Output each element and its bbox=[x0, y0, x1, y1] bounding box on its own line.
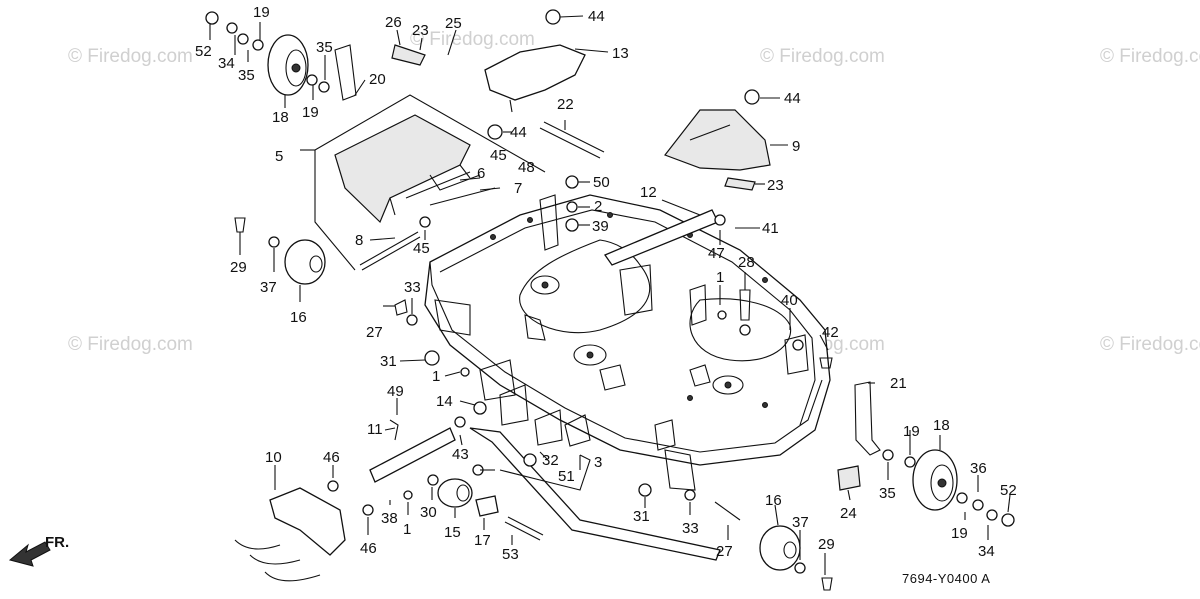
callout-label: 27 bbox=[716, 543, 733, 560]
callout-label: 42 bbox=[822, 324, 839, 341]
callout-label: 14 bbox=[436, 393, 453, 410]
callout-label: 33 bbox=[682, 520, 699, 537]
watermark: © Firedog.com bbox=[68, 334, 193, 355]
callout-label: 37 bbox=[792, 514, 809, 531]
callout-label: 46 bbox=[323, 449, 340, 466]
leader-lines bbox=[209, 15, 1011, 575]
callout-label: 6 bbox=[477, 165, 485, 182]
callout-label: 2 bbox=[594, 198, 602, 215]
callout-label: 52 bbox=[195, 43, 212, 60]
gauge-wheels bbox=[234, 217, 833, 591]
wheel-top-left bbox=[205, 11, 357, 101]
callout-label: 38 bbox=[381, 510, 398, 527]
callout-label: 46 bbox=[360, 540, 377, 557]
callout-label: 32 bbox=[542, 452, 559, 469]
callout-label: 35 bbox=[238, 67, 255, 84]
callout-label: 19 bbox=[302, 104, 319, 121]
callout-label: 1 bbox=[432, 368, 440, 385]
callout-label: 44 bbox=[588, 8, 605, 25]
callout-label: 39 bbox=[592, 218, 609, 235]
callout-label: 50 bbox=[593, 174, 610, 191]
callout-label: 25 bbox=[445, 15, 462, 32]
callout-label: 19 bbox=[951, 525, 968, 542]
watermark: © Firedog.com bbox=[410, 29, 535, 50]
callout-label: 40 bbox=[781, 292, 798, 309]
callout-label: 10 bbox=[265, 449, 282, 466]
side-rail bbox=[469, 427, 721, 561]
callout-label: 9 bbox=[792, 138, 800, 155]
callout-label: 29 bbox=[818, 536, 835, 553]
callout-label: 1 bbox=[403, 521, 411, 538]
callout-label: 47 bbox=[708, 245, 725, 262]
callout-label: 23 bbox=[767, 177, 784, 194]
callout-label: 45 bbox=[490, 147, 507, 164]
callout-label: 24 bbox=[840, 505, 857, 522]
callout-label: 34 bbox=[978, 543, 995, 560]
pulley-cover bbox=[484, 44, 586, 113]
callout-label: 21 bbox=[890, 375, 907, 392]
callout-label: 22 bbox=[557, 96, 574, 113]
callout-label: 34 bbox=[218, 55, 235, 72]
callout-labels: 19 52 34 35 35 18 19 20 26 23 25 44 13 4… bbox=[195, 4, 1017, 563]
callout-label: 41 bbox=[762, 220, 779, 237]
callout-label: 36 bbox=[970, 460, 987, 477]
wheel-bottom-right bbox=[854, 381, 1015, 527]
callout-label: 12 bbox=[640, 184, 657, 201]
callout-label: 44 bbox=[784, 90, 801, 107]
callout-label: 1 bbox=[716, 269, 724, 286]
callout-label: 18 bbox=[272, 109, 289, 126]
direction-label: FR. bbox=[45, 534, 69, 551]
callout-label: 31 bbox=[633, 508, 650, 525]
callout-label: 13 bbox=[612, 45, 629, 62]
callout-label: 31 bbox=[380, 353, 397, 370]
diagram-code: 7694-Y0400 A bbox=[902, 571, 990, 586]
callout-label: 20 bbox=[369, 71, 386, 88]
callout-label: 17 bbox=[474, 532, 491, 549]
callout-label: 11 bbox=[367, 421, 383, 438]
callout-label: 16 bbox=[765, 492, 782, 509]
belt-cover bbox=[664, 109, 771, 171]
callout-label: 18 bbox=[933, 417, 950, 434]
watermark: © Firedog.com bbox=[760, 46, 885, 67]
discharge-chute bbox=[314, 94, 546, 271]
callout-label: 27 bbox=[366, 324, 383, 341]
watermark: © Firedog.com bbox=[1100, 46, 1200, 67]
callout-label: 52 bbox=[1000, 482, 1017, 499]
callout-label: 3 bbox=[594, 454, 602, 471]
callout-label: 43 bbox=[452, 446, 469, 463]
callout-label: 8 bbox=[355, 232, 363, 249]
callout-label: 19 bbox=[903, 423, 920, 440]
callout-label: 49 bbox=[387, 383, 404, 400]
hitch-bracket bbox=[234, 487, 346, 582]
callout-label: 15 bbox=[444, 524, 461, 541]
callout-label: 35 bbox=[316, 39, 333, 56]
watermark: © Firedog.com bbox=[68, 46, 193, 67]
callout-label: 48 bbox=[518, 159, 535, 176]
callout-label: 45 bbox=[413, 240, 430, 257]
callout-label: 35 bbox=[879, 485, 896, 502]
roller-assembly bbox=[327, 474, 544, 541]
callout-label: 16 bbox=[290, 309, 307, 326]
callout-label: 7 bbox=[514, 180, 522, 197]
callout-label: 53 bbox=[502, 546, 519, 563]
callout-label: 37 bbox=[260, 279, 277, 296]
callout-label: 33 bbox=[404, 279, 421, 296]
callout-label: 29 bbox=[230, 259, 247, 276]
watermark: © Firedog.com bbox=[1100, 334, 1200, 355]
mower-deck-housing bbox=[424, 194, 831, 491]
callout-label: 26 bbox=[385, 14, 402, 31]
callout-label: 44 bbox=[510, 124, 527, 141]
callout-label: 5 bbox=[275, 148, 283, 165]
front-direction-arrow-icon bbox=[8, 541, 51, 567]
callout-label: 28 bbox=[738, 254, 755, 271]
callout-label: 30 bbox=[420, 504, 437, 521]
callout-label: 51 bbox=[558, 468, 575, 485]
deck-hardware bbox=[389, 9, 861, 521]
callout-label: 23 bbox=[412, 22, 429, 39]
callout-label: 19 bbox=[253, 4, 270, 21]
